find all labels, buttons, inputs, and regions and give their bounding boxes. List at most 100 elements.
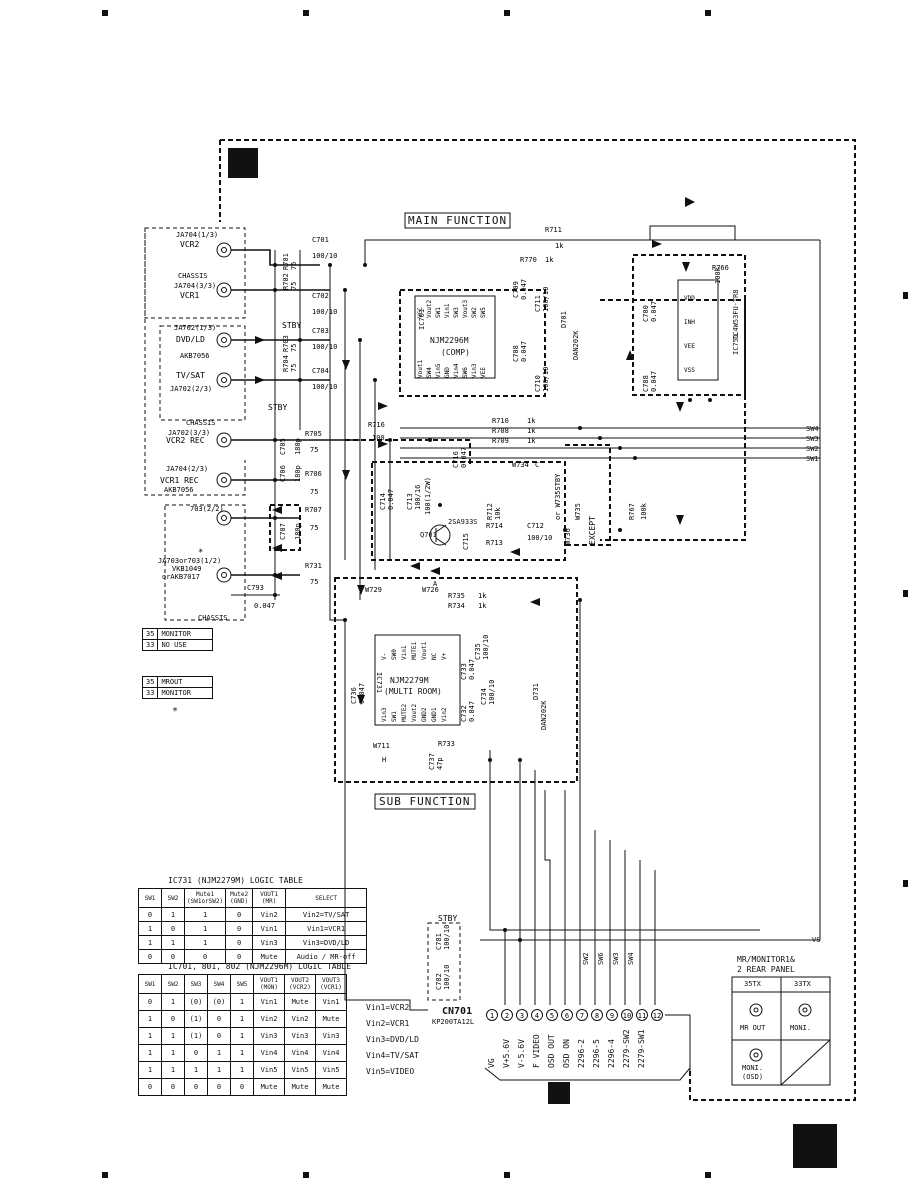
page-tab-block — [793, 1124, 837, 1168]
ic701_table-cell: Mute — [315, 1078, 347, 1096]
d701-value: DAN202K — [572, 330, 580, 360]
junction-9 — [328, 263, 332, 267]
c712-value: 100/10 — [527, 534, 552, 542]
r703-value: 75 — [290, 344, 298, 352]
w711-h-label: H — [382, 756, 386, 764]
jack-vcr2rec — [216, 432, 232, 448]
ic731_table-cell: Vin1 — [252, 921, 287, 936]
rear-jack-moni — [798, 1003, 812, 1017]
ic731_table-header: Mute2 (GND) — [225, 888, 254, 908]
ic731_table-cell: 1 — [161, 935, 185, 950]
r734-label: R734 — [448, 602, 465, 610]
r705-label: R705 — [305, 430, 322, 438]
ic731-pin-top-3: MUTE1 — [411, 642, 418, 660]
ic731_table-cell: 1 — [138, 921, 162, 936]
ic701_table-header: SW3 — [184, 974, 208, 994]
c712-label: C712 — [527, 522, 544, 530]
ic701_table-cell: Vin1 — [253, 993, 285, 1011]
ic701-input-eq-1: Vin2=VCR1 — [366, 1019, 410, 1028]
cn701-pin-label-3: V-5.6V — [517, 1039, 526, 1068]
ic701-pin-bottom-4: Vin4 — [453, 363, 460, 378]
c732-value: 0.047 — [468, 701, 476, 722]
cn701-pin-num-3: 3 — [520, 1012, 524, 1020]
r702-label: R702 — [282, 273, 290, 290]
corner-mark-b4 — [705, 1172, 711, 1178]
ic701_table-cell: Vin5 — [284, 1061, 316, 1079]
ic731_table-header: SW2 — [161, 888, 185, 908]
jack-label-chassis-2: CHASSIS — [186, 419, 216, 427]
cn701-pin-1 — [486, 1009, 498, 1021]
monitor-box-1-cell: MROUT — [157, 676, 214, 688]
ic701_table-cell: (0) — [184, 993, 208, 1011]
c711-value: 100/10 — [542, 287, 550, 312]
cn701-pin-8 — [591, 1009, 603, 1021]
ic731_table-cell: 0 — [161, 921, 185, 936]
ic701-pin-top-6: SW2 — [471, 307, 478, 318]
ic731_table-header: SW1 — [138, 888, 162, 908]
except-label: EXCEPT — [588, 516, 597, 545]
c782-value: 100/10 — [443, 965, 451, 990]
stby-label-3: STBY — [438, 914, 457, 923]
cn701-ref: CN701 — [442, 1006, 473, 1017]
ic701_table-cell: Vin4 — [284, 1044, 316, 1062]
c713-label: C713 — [406, 493, 414, 510]
ic701_table-cell: 0 — [230, 1078, 254, 1096]
ic701_table-header: VOUT2 (VCR2) — [284, 974, 316, 994]
junction-12 — [373, 378, 377, 382]
w726-a-label: A — [433, 580, 438, 588]
c788-value: 0.047 — [650, 371, 658, 392]
r709-label: R709 — [492, 437, 509, 445]
r734-value: 1k — [478, 602, 487, 610]
ic701-part: NJM2296M — [430, 336, 469, 345]
ic731-pin-bottom-0: Vin3 — [381, 707, 388, 722]
ic731-pin-top-4: Vout1 — [421, 642, 428, 660]
ic731_table-cell: Vin2 — [252, 907, 287, 922]
ic701_table-cell: 0 — [184, 1078, 208, 1096]
corner-mark-b3 — [504, 1172, 510, 1178]
ic701-input-eq-4: Vin5=VIDEO — [366, 1067, 415, 1076]
side-mark-1 — [903, 292, 908, 299]
c704-label: C704 — [312, 367, 329, 375]
jack-label-dvd: DVD/LD — [176, 335, 205, 344]
ic701_table-cell: Vin5 — [315, 1061, 347, 1079]
junction-1 — [273, 288, 277, 292]
ic701-pin-bottom-6: Vin3 — [471, 363, 478, 378]
ic731_table-cell: 0 — [138, 907, 162, 922]
ic751-pin-0: VDD — [684, 295, 695, 302]
c710-value: 100/10 — [542, 367, 550, 392]
junction-6 — [273, 516, 277, 520]
ic701_table-header: VOUT3 (VCR1) — [315, 974, 347, 994]
jack-label-ja702-1: JA702(1/3) — [174, 324, 216, 332]
ic701_table-cell: (1) — [184, 1027, 208, 1045]
ic731_table-cell: Vin1=VCR1 — [285, 921, 368, 936]
jack-label-akb7056: AKB7056 — [180, 352, 210, 360]
junction-dots — [273, 263, 712, 942]
ic751-part: TC4W53FU-TR8 — [732, 289, 740, 340]
d731-value: DAN202K — [540, 700, 548, 730]
cn701-pin-num-4: 4 — [535, 1012, 539, 1020]
c713-value: 100/16 — [414, 485, 422, 510]
r701-value: 75 — [290, 262, 298, 270]
junction-18 — [488, 758, 492, 762]
c709b-label: 100(1/2W) — [424, 477, 432, 515]
rear-col-33tx: 33TX — [794, 980, 811, 988]
cn701-pin-num-6: 6 — [565, 1012, 569, 1020]
ic701-pin-bottom-3: GND — [444, 367, 451, 378]
ic701-pin-top-5: Vout3 — [462, 300, 469, 318]
monitor-box-0-cell: MONITOR — [157, 628, 214, 640]
cn701-pin-num-1: 1 — [490, 1012, 494, 1020]
r710-value: 1k — [527, 417, 536, 425]
ic701_table-cell: 1 — [230, 1061, 254, 1079]
c710-label: C710 — [534, 375, 542, 392]
ic701_table-cell: 1 — [138, 1010, 162, 1028]
r707-label: R707 — [305, 506, 322, 514]
ic701_table-header: SW5 — [230, 974, 254, 994]
cn701-pin-num-8: 8 — [595, 1012, 599, 1020]
corner-mark-bl — [102, 1172, 108, 1178]
ic701_table-cell: 1 — [138, 1061, 162, 1079]
w729-label: W729 — [365, 586, 382, 594]
ic701_table-cell: 1 — [230, 1010, 254, 1028]
